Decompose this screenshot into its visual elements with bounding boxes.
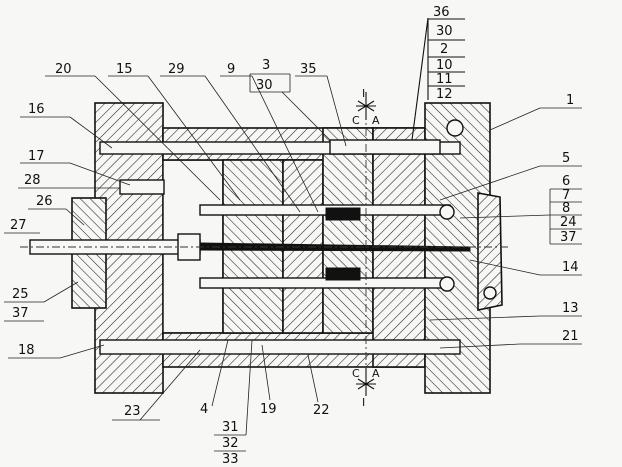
cooling-hole-3 xyxy=(439,276,455,292)
section-top-c: C xyxy=(352,114,360,127)
label-37-right: 37 xyxy=(560,230,577,245)
label-1: 1 xyxy=(566,93,574,108)
label-25: 25 xyxy=(12,287,29,302)
label-13: 13 xyxy=(562,301,579,316)
label-18: 18 xyxy=(18,343,35,358)
label-24: 24 xyxy=(560,215,577,230)
label-15: 15 xyxy=(116,62,133,77)
label-32: 32 xyxy=(222,436,239,451)
label-9: 9 xyxy=(227,62,235,77)
label-5: 5 xyxy=(562,151,570,166)
leaders-bottom: 23 4 19 22 31 32 33 xyxy=(112,339,330,467)
label-12: 12 xyxy=(436,87,453,102)
label-8: 8 xyxy=(562,201,570,216)
label-22: 22 xyxy=(313,403,330,418)
label-4: 4 xyxy=(200,402,208,417)
cooling-hole-2 xyxy=(439,204,455,220)
bolt-right-top xyxy=(329,139,441,155)
label-19: 19 xyxy=(260,402,277,417)
label-37-left: 37 xyxy=(12,306,29,321)
core-plate xyxy=(322,127,374,334)
label-33: 33 xyxy=(222,452,239,467)
label-stack-bottom: 31 32 33 xyxy=(214,339,253,467)
guide-pin-bottom xyxy=(99,339,461,355)
label-21: 21 xyxy=(562,329,579,344)
section-marker-bottom: C A I xyxy=(352,367,380,409)
cavity-lower xyxy=(325,267,361,281)
label-36: 36 xyxy=(433,5,450,20)
bolt-left xyxy=(119,179,165,195)
label-27: 27 xyxy=(10,218,27,233)
ejector-head xyxy=(477,192,503,311)
label-30-mid: 30 xyxy=(256,78,273,93)
label-14: 14 xyxy=(562,260,579,275)
label-26: 26 xyxy=(36,194,53,209)
leaders-right: 1 5 6 7 8 24 37 14 13 21 xyxy=(429,93,582,349)
label-23: 23 xyxy=(124,404,141,419)
section-marker-top: I C A xyxy=(352,87,380,127)
ejector-pin-lower xyxy=(199,277,451,289)
label-11: 11 xyxy=(436,72,453,87)
label-stack-top-right: 36 30 2 10 11 12 xyxy=(411,5,465,141)
label-20: 20 xyxy=(55,62,72,77)
label-30-top: 30 xyxy=(436,24,453,39)
ejector-pin-upper xyxy=(199,204,451,216)
label-35: 35 xyxy=(300,62,317,77)
section-bot-i: I xyxy=(362,396,365,409)
label-7: 7 xyxy=(562,188,570,203)
label-28: 28 xyxy=(24,173,41,188)
label-29: 29 xyxy=(168,62,185,77)
section-bot-c: C xyxy=(352,367,360,380)
leaders-left: 16 17 28 26 27 25 37 18 xyxy=(4,102,131,359)
cooling-hole-4 xyxy=(483,286,497,300)
leaders-top: 20 15 29 9 3 30 35 xyxy=(45,58,347,213)
section-top-a: A xyxy=(372,114,380,127)
label-6: 6 xyxy=(562,174,570,189)
cooling-hole-1 xyxy=(446,119,464,137)
section-top-i: I xyxy=(362,87,365,100)
label-2: 2 xyxy=(440,42,448,57)
label-31: 31 xyxy=(222,420,239,435)
section-bot-a: A xyxy=(372,367,380,380)
label-16: 16 xyxy=(28,102,45,117)
label-17: 17 xyxy=(28,149,45,164)
cavity-upper xyxy=(325,207,361,221)
label-3: 3 xyxy=(262,58,270,73)
label-10: 10 xyxy=(436,58,453,73)
